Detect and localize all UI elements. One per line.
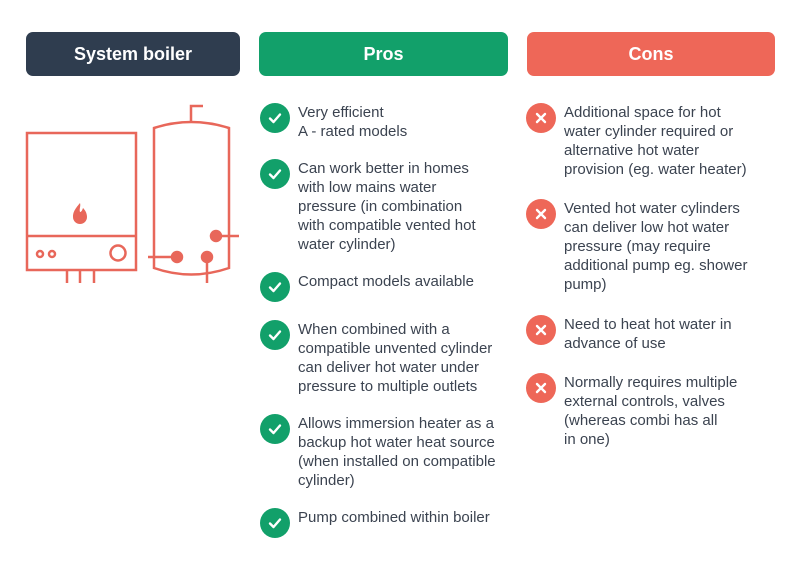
pro-item: Can work better in homes with low mains … (260, 159, 476, 254)
con-item: Vented hot water cylinders can deliver l… (526, 199, 747, 294)
con-text: Need to heat hot water in advance of use (564, 316, 732, 352)
cross-icon (526, 199, 556, 229)
pros-header: Pros (259, 32, 508, 76)
cross-icon (526, 103, 556, 133)
check-icon (260, 508, 290, 538)
cylinder-icon (148, 104, 239, 283)
con-text: Additional space for hot water cylinder … (564, 104, 747, 178)
pro-item: Allows immersion heater as a backup hot … (260, 414, 496, 490)
pro-text: Allows immersion heater as a backup hot … (298, 415, 496, 489)
check-icon (260, 103, 290, 133)
pro-text: When combined with a compatible unvented… (298, 321, 493, 395)
pro-item: Pump combined within boiler (260, 508, 490, 538)
cross-icon (526, 373, 556, 403)
con-text: Vented hot water cylinders can deliver l… (564, 200, 748, 293)
check-icon (260, 414, 290, 444)
pro-text: Very efficient A - rated models (298, 104, 408, 140)
pro-item: When combined with a compatible unvented… (260, 320, 492, 396)
pro-text: Can work better in homes with low mains … (298, 160, 476, 253)
cons-header: Cons (527, 32, 775, 76)
cross-icon (526, 315, 556, 345)
boiler-and-cylinder-illustration (25, 104, 239, 283)
check-icon (260, 320, 290, 350)
check-icon (260, 159, 290, 189)
pro-text: Compact models available (298, 273, 474, 290)
con-text: Normally requires multiple external cont… (564, 374, 738, 448)
pro-item: Very efficient A - rated models (260, 103, 407, 141)
pro-item: Compact models available (260, 272, 474, 302)
con-item: Normally requires multiple external cont… (526, 373, 737, 449)
pro-text: Pump combined within boiler (298, 509, 490, 526)
con-item: Need to heat hot water in advance of use (526, 315, 732, 353)
check-icon (260, 272, 290, 302)
system-boiler-header: System boiler (26, 32, 240, 76)
flame-icon (73, 203, 87, 224)
con-item: Additional space for hot water cylinder … (526, 103, 747, 179)
boiler-icon (25, 131, 138, 283)
